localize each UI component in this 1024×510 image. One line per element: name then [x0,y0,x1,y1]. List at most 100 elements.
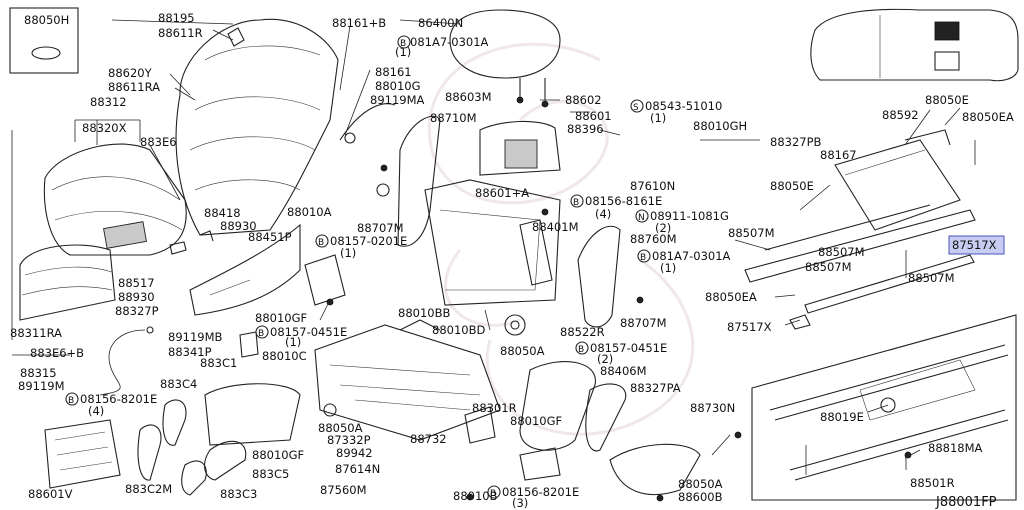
part-label: 88161 [375,65,412,79]
part-label: 87332P [327,433,371,447]
part-label: 88010GH [693,119,747,133]
part-label: 86400N [418,16,463,30]
part-label: 88507M [908,271,955,285]
part-label: 88611R [158,26,203,40]
side-cover [189,223,301,316]
small-bolts [326,96,742,502]
part-label: 88418 [204,206,241,220]
part-label: (3) [512,496,528,510]
part-label: 883C1 [200,356,237,370]
part-label: 88507M [818,245,865,259]
part-label: (1) [395,45,411,59]
part-label: 88601+A [475,186,529,200]
seat-back-pad [175,18,339,236]
back-board [577,225,621,328]
part-label: (4) [595,207,611,221]
part-label: 88730N [690,401,735,415]
circle-b-marker: B [640,253,646,263]
part-label: 883C3 [220,487,257,501]
part-label: 883E6 [140,135,177,149]
part-label: (2) [655,221,671,235]
part-label: 88010BD [432,323,485,337]
part-label: (4) [88,404,104,418]
part-label: 88019E [820,410,864,424]
part-label: 88930 [118,290,155,304]
part-label: 88050A [318,421,363,435]
part-label: 88050A [500,344,545,358]
part-label: 87614N [335,462,380,476]
part-label: 88327PA [630,381,681,395]
cushion-lower-panels [137,383,301,496]
part-label: 88501R [910,476,955,490]
circle-b-marker: B [68,396,74,406]
part-label: 88311RA [10,326,62,340]
part-label: (1) [650,111,666,125]
part-label: 88507M [728,226,775,240]
part-label: (1) [660,261,676,275]
recliner-box [44,419,121,489]
part-label: 883C5 [252,467,289,481]
harness-wire [99,326,154,396]
seat-frame-small-parts [169,103,396,358]
floor-rails [744,129,976,330]
part-label: 89119MB [168,330,223,344]
part-label: 88341P [168,345,212,359]
side-airbag-pad [397,115,441,247]
seat-cushion-pad [43,143,187,256]
part-label: 883C2M [125,482,172,496]
part-label: 88451P [248,230,292,244]
circle-b-marker: B [400,39,406,49]
part-label: 08156-8201E [80,392,157,406]
part-label: 88167 [820,148,857,162]
part-label: 88050EA [705,290,757,304]
part-label: 88601V [28,487,73,501]
part-label: 88327PB [770,135,822,149]
leader-lines [11,19,976,470]
small-clip-box [9,7,79,74]
highlighted-part-box [948,235,1005,255]
part-label: 88611RA [108,80,160,94]
part-label: 89942 [336,446,373,460]
part-label: 88050H [24,13,69,27]
circled-prefix-markers: B S B N B B B B B B [65,35,651,499]
part-label: 88050A [678,477,723,491]
seat-back-frame [424,120,561,336]
part-label: 87560M [320,483,367,497]
seat-cushion-trim [19,244,116,321]
bottom-cover [609,443,701,496]
part-label: (2) [597,352,613,366]
part-label: 88517 [118,276,155,290]
part-label: 89119M [18,379,65,393]
circle-s-marker: S [633,103,639,113]
part-label: 88312 [90,95,127,109]
part-label: 88010G [375,79,421,93]
headrest [449,9,561,100]
part-label: 88010C [262,349,307,363]
part-label: 88732 [410,432,447,446]
part-label[interactable]: 87517X [952,238,997,252]
part-label: 88406M [600,364,647,378]
part-label: 08156-8201E [502,485,579,499]
part-label: 88603M [445,90,492,104]
part-label: 88050E [925,93,969,107]
part-label: 88602 [565,93,602,107]
lower-seat-frame [314,319,501,441]
vehicle-locator [810,8,1019,82]
part-label: 88396 [567,122,604,136]
part-label: 88592 [882,108,919,122]
part-label: 88760M [630,232,677,246]
part-label: 89119MA [370,93,425,107]
part-label: 88620Y [108,66,153,80]
circle-b-marker: B [578,345,584,355]
part-label: 88707M [620,316,667,330]
part-label: 08543-51010 [645,99,722,113]
part-label: 88010GF [510,414,562,428]
part-label: 08911-1081G [650,209,729,223]
part-label: 081A7-0301A [652,249,731,263]
rear-side-covers [464,361,627,481]
circle-b-marker: B [258,329,264,339]
part-label: 88327P [115,304,159,318]
part-label: 88010GF [252,448,304,462]
part-label: 88320X [82,121,127,135]
part-label: 081A7-0301A [410,35,489,49]
